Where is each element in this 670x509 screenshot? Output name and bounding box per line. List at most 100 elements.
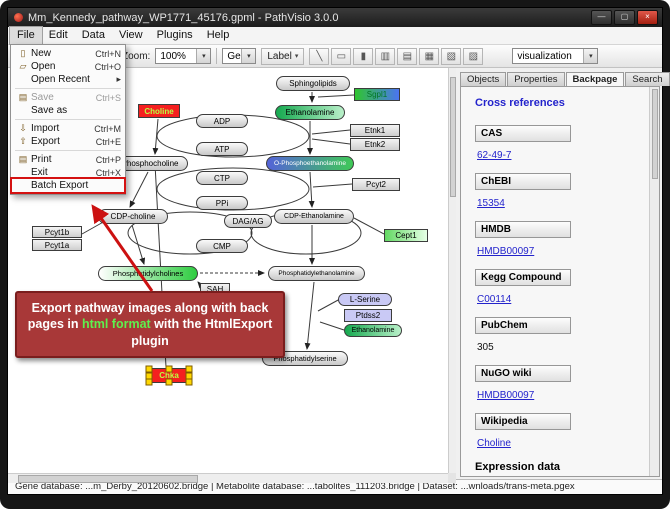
- pathway-node-l-serine[interactable]: L-Serine: [338, 293, 392, 306]
- menu-data[interactable]: Data: [81, 29, 105, 41]
- panel-scrollbar[interactable]: [649, 87, 659, 476]
- menu-separator: [15, 150, 121, 151]
- selection-handle[interactable]: [165, 365, 173, 373]
- selection-handle[interactable]: [185, 378, 193, 386]
- file-menu-item-open-recent[interactable]: Open Recent▸: [12, 73, 124, 86]
- pathway-node-cdp-ethanolamine[interactable]: CDP-Ethanolamine: [274, 209, 354, 224]
- tab-backpage[interactable]: Backpage: [565, 72, 625, 86]
- stack-vertical-icon[interactable]: ▧: [441, 47, 462, 65]
- pathway-node-phosphocholine[interactable]: Phosphocholine: [112, 156, 188, 171]
- pathway-node-phosphatidylcholines[interactable]: Phosphatidylcholines: [98, 266, 198, 281]
- zoom-combobox[interactable]: 100% ▾: [155, 48, 212, 64]
- pathway-node-sgpl1[interactable]: Sgpl1: [354, 88, 400, 101]
- canvas-horizontal-scrollbar[interactable]: [8, 473, 448, 483]
- tab-objects[interactable]: Objects: [460, 72, 507, 86]
- menu-file[interactable]: File: [9, 26, 43, 45]
- dropdown-arrow-icon: ▾: [241, 49, 256, 63]
- scrollbar-thumb[interactable]: [652, 89, 658, 179]
- maximize-button[interactable]: ▢: [614, 10, 635, 25]
- pathway-node-pcyt2[interactable]: Pcyt2: [352, 178, 400, 191]
- canvas-vertical-scrollbar[interactable]: [448, 68, 456, 473]
- backpage-section-header: NuGO wiki: [475, 365, 571, 382]
- pathway-node-cmp[interactable]: CMP: [196, 239, 248, 253]
- pathway-node-ctp[interactable]: CTP: [196, 171, 248, 185]
- pathway-node-atp[interactable]: ATP: [196, 142, 248, 156]
- shape-tool-icon[interactable]: ▭: [331, 47, 352, 65]
- visualization-combobox[interactable]: visualization ▾: [512, 48, 599, 64]
- stack-horizontal-icon[interactable]: ▨: [463, 47, 484, 65]
- pathway-node-ethanolamine[interactable]: Ethanolamine: [275, 105, 345, 120]
- tab-search[interactable]: Search: [625, 72, 670, 86]
- selection-handle[interactable]: [145, 378, 153, 386]
- line-tool-icon[interactable]: ╲: [309, 47, 330, 65]
- scrollbar-thumb[interactable]: [450, 77, 456, 197]
- menu-view[interactable]: View: [118, 29, 143, 41]
- scrollbar-thumb[interactable]: [18, 475, 198, 483]
- crossref-link[interactable]: 62-49-7: [477, 150, 512, 161]
- pathway-node-phosphatidylethanolamine[interactable]: Phosphatidylethanolamine: [268, 266, 365, 281]
- file-menu-item-batch-export[interactable]: Batch Export: [10, 177, 126, 194]
- pathway-node-cdp-choline[interactable]: CDP-choline: [98, 209, 168, 224]
- pathway-node-etnk2[interactable]: Etnk2: [350, 138, 400, 151]
- pathway-node-cept1[interactable]: Cept1: [384, 229, 428, 242]
- pathway-node-dag-ag[interactable]: DAG/AG: [224, 214, 272, 228]
- pathway-node-o-phosphoethanolamine[interactable]: O-Phosphoethanolamine: [266, 156, 354, 171]
- pathway-node-choline[interactable]: Choline: [138, 104, 180, 118]
- menu-plugins[interactable]: Plugins: [156, 29, 193, 41]
- crossref-link[interactable]: C00114: [477, 294, 512, 305]
- crossref-link[interactable]: 15354: [477, 198, 505, 209]
- crossref-link[interactable]: HMDB00097: [477, 390, 535, 401]
- pathway-node-ptdss2[interactable]: Ptdss2: [344, 309, 392, 322]
- close-button[interactable]: ×: [637, 10, 658, 25]
- save-icon: ▤: [18, 92, 28, 102]
- align-left-icon[interactable]: ▮: [353, 47, 374, 65]
- dropdown-arrow-icon: ▾: [294, 53, 299, 60]
- pathway-node-adp[interactable]: ADP: [196, 114, 248, 128]
- menu-separator: [15, 88, 121, 89]
- window-title: Mm_Kennedy_pathway_WP1771_45176.gpml - P…: [28, 11, 339, 24]
- pathway-node-pcyt1a[interactable]: Pcyt1a: [32, 239, 82, 251]
- scrollbar-corner: [448, 473, 456, 483]
- expression-data-heading: Expression data: [475, 461, 560, 473]
- selection-handle[interactable]: [165, 378, 173, 386]
- file-menu-item-save-as[interactable]: Save as: [12, 104, 124, 117]
- menu-item-label: Print: [31, 154, 52, 165]
- pathway-node-pcyt1b[interactable]: Pcyt1b: [32, 226, 82, 238]
- backpage-section-header: Wikipedia: [475, 413, 571, 430]
- backpage-section-header: HMDB: [475, 221, 571, 238]
- pathway-node-chka[interactable]: Chka: [145, 365, 193, 386]
- label-tool-button[interactable]: Label ▾: [261, 47, 305, 65]
- pathway-node-sphingolipids[interactable]: Sphingolipids: [276, 76, 350, 91]
- align-center-icon[interactable]: ▥: [375, 47, 396, 65]
- menu-item-label: Open: [31, 61, 56, 72]
- menu-item-label: Import: [31, 123, 60, 134]
- minimize-button[interactable]: —: [591, 10, 612, 25]
- crossref-link[interactable]: Choline: [477, 438, 511, 449]
- pathway-node-ethanolamine[interactable]: Ethanolamine: [344, 324, 402, 337]
- menu-edit[interactable]: Edit: [48, 29, 68, 41]
- callout-highlight: html format: [81, 317, 151, 332]
- pathway-node-etnk1[interactable]: Etnk1: [350, 124, 400, 137]
- distribute-horizontal-icon[interactable]: ▦: [419, 47, 440, 65]
- menu-help[interactable]: Help: [206, 29, 230, 41]
- backpage-section-header: Kegg Compound: [475, 269, 571, 286]
- backpage-section-header: ChEBI: [475, 173, 571, 190]
- pathway-node-ppi[interactable]: PPi: [196, 196, 248, 210]
- menu-item-label: Export: [31, 136, 60, 147]
- visualization-value: visualization: [517, 50, 572, 62]
- crossref-link[interactable]: HMDB00097: [477, 246, 535, 257]
- align-top-icon[interactable]: ▤: [397, 47, 418, 65]
- tab-properties[interactable]: Properties: [507, 72, 565, 86]
- menu-item-label: Save: [31, 92, 54, 103]
- datanode-type-combobox[interactable]: Ge ▾: [222, 48, 257, 64]
- toolbar-separator: [216, 48, 218, 64]
